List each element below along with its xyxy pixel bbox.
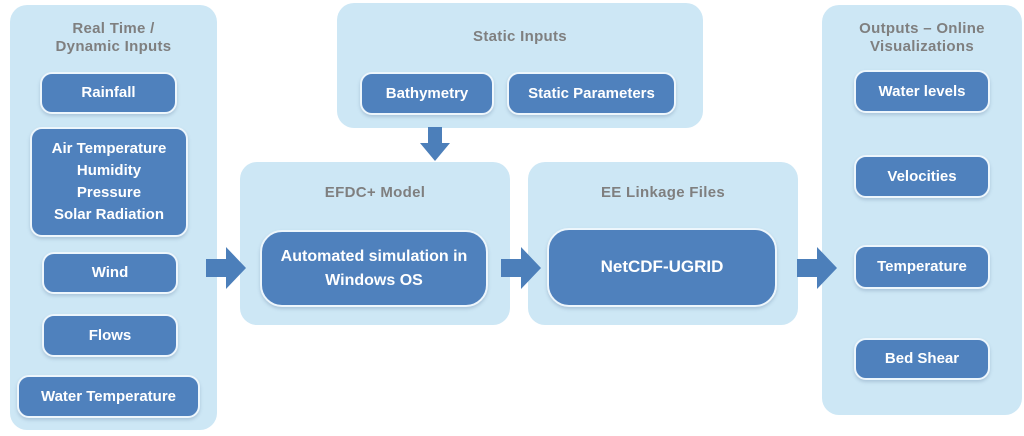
flow-arrow-static-inputs-to-efdc — [420, 127, 450, 161]
outputs-panel-title: Outputs – Online Visualizations — [859, 20, 985, 56]
wind-box: Wind — [42, 252, 178, 294]
ee-linkage-panel-title: EE Linkage Files — [600, 184, 725, 201]
flow-arrow-dynamic-inputs-to-efdc — [206, 247, 246, 289]
water-levels-box: Water levels — [854, 70, 990, 113]
rainfall-box: Rainfall — [40, 72, 177, 114]
netcdf-ugrid-box: NetCDF-UGRID — [547, 228, 777, 307]
velocities-box: Velocities — [854, 155, 990, 198]
flow-arrow-efdc-to-ee-linkage — [501, 247, 541, 289]
bed-shear-box: Bed Shear — [854, 338, 990, 380]
temperature-box: Temperature — [854, 245, 990, 289]
water-temperature-box: Water Temperature — [17, 375, 200, 418]
efdc-simulation-box: Automated simulation in Windows OS — [260, 230, 488, 307]
bathymetry-box: Bathymetry — [360, 72, 494, 115]
weather-variables-box: Air Temperature Humidity Pressure Solar … — [30, 127, 188, 237]
static-parameters-box: Static Parameters — [507, 72, 676, 115]
flow-arrow-ee-linkage-to-outputs — [797, 247, 837, 289]
realtime-panel-title: Real Time / Dynamic Inputs — [55, 20, 172, 56]
efdc-model-panel-title: EFDC+ Model — [324, 184, 426, 201]
static-inputs-panel-title: Static Inputs — [473, 28, 567, 45]
flows-box: Flows — [42, 314, 178, 357]
